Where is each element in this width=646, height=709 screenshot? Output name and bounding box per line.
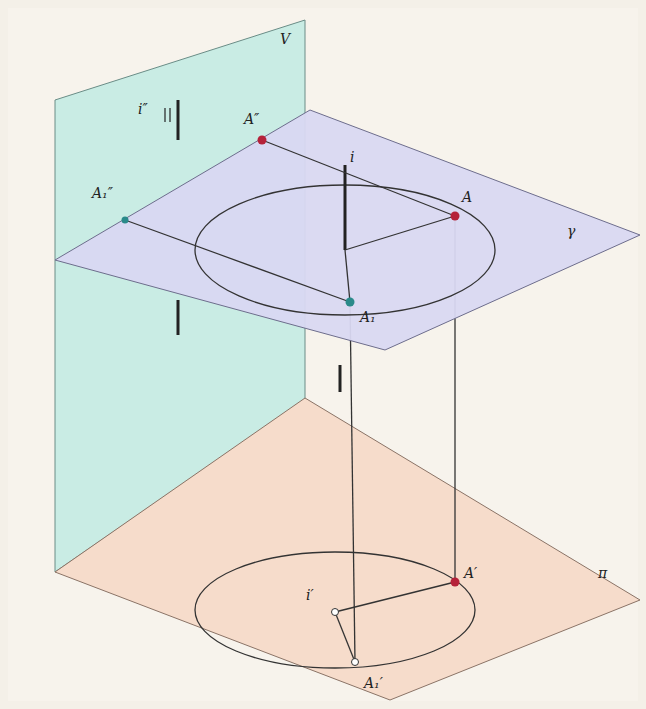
radius-line [335, 582, 455, 612]
plane-label: γ [567, 224, 575, 238]
radius-line [345, 216, 455, 250]
axis-line [344, 165, 347, 250]
radius-line [335, 612, 355, 662]
point-label: A″ [244, 112, 259, 126]
horizontal-plane [55, 398, 640, 700]
projector-line [262, 140, 455, 216]
point-label: A₁′ [364, 676, 383, 690]
point [451, 578, 460, 587]
parallel-mark [164, 108, 165, 122]
projection-label: i′ [306, 588, 314, 602]
projector-line [350, 302, 355, 662]
axis-point [332, 609, 339, 616]
plane-label: π [598, 566, 607, 580]
point-label: A₁ [360, 310, 376, 324]
radius-line [345, 250, 350, 302]
point [346, 298, 355, 307]
point [258, 136, 267, 145]
axis-line [177, 300, 180, 335]
plane-label: V [280, 32, 290, 46]
point [352, 659, 359, 666]
axis-line [177, 100, 180, 140]
level-plane [55, 110, 640, 350]
point [122, 217, 129, 224]
projection-label: i″ [138, 102, 148, 116]
axis-label: i [350, 150, 354, 164]
axis-line [339, 365, 342, 392]
point-label: A′ [464, 566, 477, 580]
point-label: A [462, 190, 472, 204]
point [451, 212, 460, 221]
circle-projection [195, 552, 475, 668]
projector-line [125, 220, 350, 302]
parallel-mark [169, 108, 170, 122]
point-label: A₁″ [92, 186, 113, 200]
